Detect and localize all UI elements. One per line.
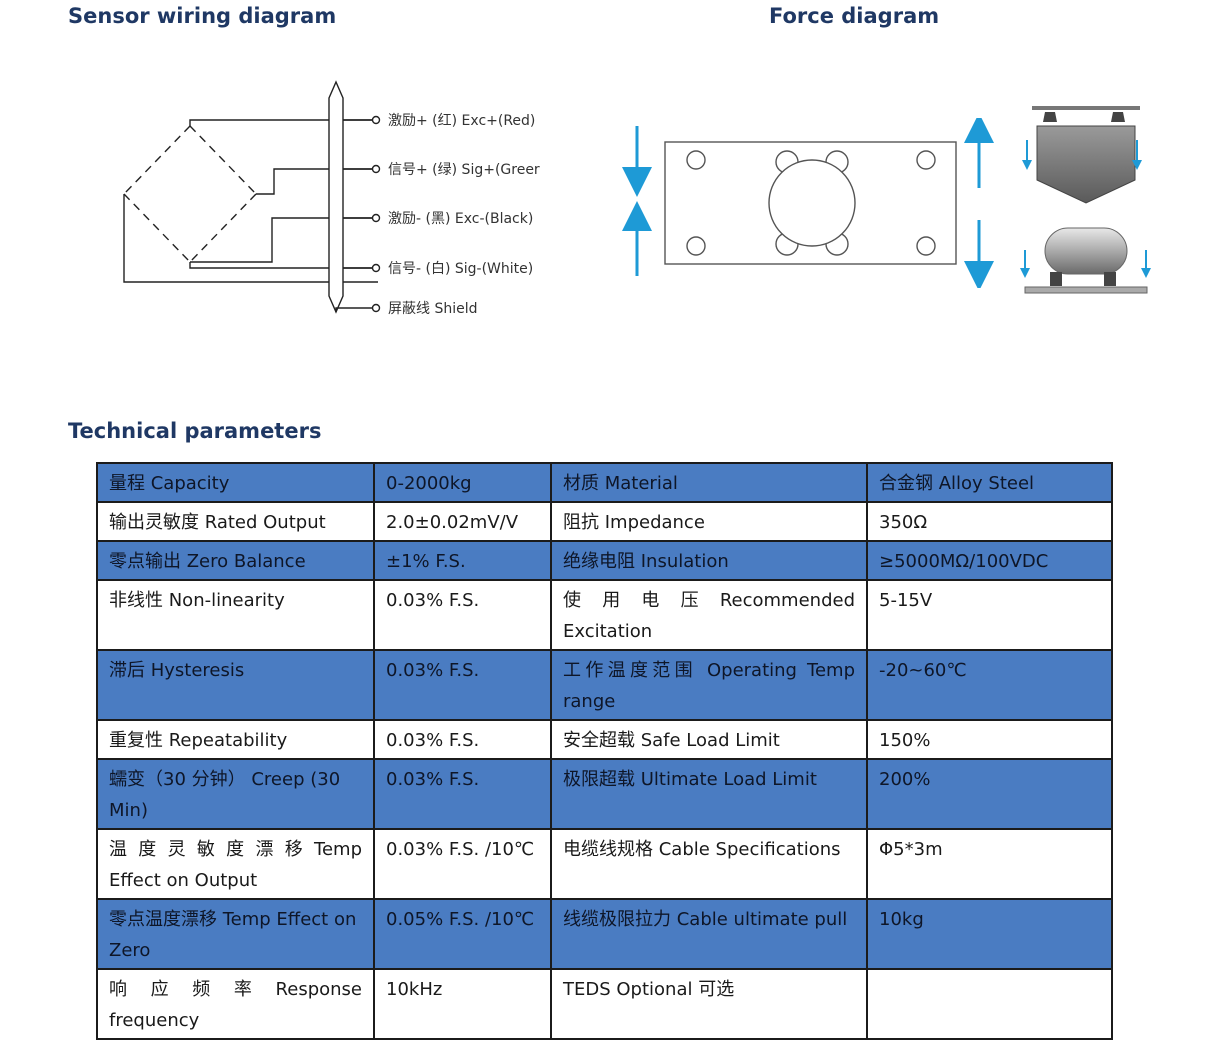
table-row: 量程 Capacity 0-2000kg 材质 Material 合金钢 All… bbox=[96, 462, 1113, 503]
param-name: 温 度 灵 敏 度 漂 移 Temp Effect on Output bbox=[96, 828, 375, 900]
label-sig-plus: 信号+ (绿) Sig+(Greer bbox=[388, 162, 540, 178]
param-name: 使 用 电 压 Recommended Excitation bbox=[550, 579, 868, 651]
hopper-icon bbox=[1032, 106, 1140, 204]
param-name: 安全超载 Safe Load Limit bbox=[550, 719, 868, 760]
param-name: 零点温度漂移 Temp Effect on Zero bbox=[96, 898, 375, 970]
param-name: 绝缘电阻 Insulation bbox=[550, 540, 868, 581]
param-value: 2.0±0.02mV/V bbox=[373, 501, 552, 542]
strain-cutout bbox=[768, 150, 856, 256]
label-sig-minus: 信号- (白) Sig-(White) bbox=[388, 261, 533, 277]
terminal-leads bbox=[335, 119, 372, 312]
param-value: 0.05% F.S. /10℃ bbox=[373, 898, 552, 970]
param-value: 10kHz bbox=[373, 968, 552, 1040]
table-row: 重复性 Repeatability 0.03% F.S. 安全超载 Safe L… bbox=[96, 719, 1113, 760]
table-row: 零点温度漂移 Temp Effect on Zero 0.05% F.S. /1… bbox=[96, 898, 1113, 970]
table-row: 响 应 频 率 Response frequency 10kHz TEDS Op… bbox=[96, 968, 1113, 1040]
param-value: ≥5000MΩ/100VDC bbox=[866, 540, 1113, 581]
param-value: ±1% F.S. bbox=[373, 540, 552, 581]
terminal-dots bbox=[371, 115, 381, 313]
param-name: 输出灵敏度 Rated Output bbox=[96, 501, 375, 542]
param-value: 0.03% F.S. bbox=[373, 719, 552, 760]
table-row: 输出灵敏度 Rated Output 2.0±0.02mV/V 阻抗 Imped… bbox=[96, 501, 1113, 542]
param-name: 滞后 Hysteresis bbox=[96, 649, 375, 721]
param-name: TEDS Optional 可选 bbox=[550, 968, 868, 1040]
parameters-table: 量程 Capacity 0-2000kg 材质 Material 合金钢 All… bbox=[96, 462, 1113, 1040]
table-row: 滞后 Hysteresis 0.03% F.S. 工作温度范围 Operatin… bbox=[96, 649, 1113, 721]
table-row: 零点输出 Zero Balance ±1% F.S. 绝缘电阻 Insulati… bbox=[96, 540, 1113, 581]
wheatstone-bridge bbox=[123, 125, 257, 263]
force-diagram-heading: Force diagram bbox=[769, 4, 940, 28]
param-name: 响 应 频 率 Response frequency bbox=[96, 968, 375, 1040]
tank-arrows bbox=[1020, 250, 1151, 278]
param-value: 0.03% F.S. bbox=[373, 579, 552, 651]
table-row: 温 度 灵 敏 度 漂 移 Temp Effect on Output 0.03… bbox=[96, 828, 1113, 900]
param-name: 阻抗 Impedance bbox=[550, 501, 868, 542]
label-shield: 屏蔽线 Shield bbox=[388, 301, 478, 317]
wiring-diagram-heading: Sensor wiring diagram bbox=[68, 4, 337, 28]
param-value bbox=[866, 968, 1113, 1040]
param-name: 材质 Material bbox=[550, 462, 868, 503]
param-name: 工作温度范围 Operating Temp range bbox=[550, 649, 868, 721]
bridge-wires bbox=[123, 119, 378, 283]
label-exc-plus: 激励+ (红) Exc+(Red) bbox=[388, 112, 535, 129]
force-diagram-applications bbox=[1020, 106, 1151, 294]
param-value: Φ5*3m bbox=[866, 828, 1113, 900]
mount-holes bbox=[686, 150, 936, 256]
table-row: 蠕变（30 分钟） Creep (30 Min) 0.03% F.S. 极限超载… bbox=[96, 758, 1113, 830]
wiring-diagram: 激励+ (红) Exc+(Red) 信号+ (绿) Sig+(Greer 激励-… bbox=[123, 80, 540, 317]
label-exc-minus: 激励- (黑) Exc-(Black) bbox=[388, 210, 533, 227]
param-name: 线缆极限拉力 Cable ultimate pull bbox=[550, 898, 868, 970]
param-name: 蠕变（30 分钟） Creep (30 Min) bbox=[96, 758, 375, 830]
param-name: 极限超载 Ultimate Load Limit bbox=[550, 758, 868, 830]
param-name: 重复性 Repeatability bbox=[96, 719, 375, 760]
table-row: 非线性 Non-linearity 0.03% F.S. 使 用 电 压 Rec… bbox=[96, 579, 1113, 651]
param-value: 0.03% F.S. /10℃ bbox=[373, 828, 552, 900]
cable-sheath bbox=[328, 80, 344, 314]
param-value: 5-15V bbox=[866, 579, 1113, 651]
param-value: -20~60℃ bbox=[866, 649, 1113, 721]
technical-parameters-heading: Technical parameters bbox=[68, 419, 322, 443]
param-name: 非线性 Non-linearity bbox=[96, 579, 375, 651]
param-value: 150% bbox=[866, 719, 1113, 760]
param-value: 200% bbox=[866, 758, 1113, 830]
param-value: 0.03% F.S. bbox=[373, 758, 552, 830]
tank-icon bbox=[1024, 227, 1148, 294]
param-name: 电缆线规格 Cable Specifications bbox=[550, 828, 868, 900]
hopper-arrows bbox=[1022, 140, 1142, 170]
param-value: 合金钢 Alloy Steel bbox=[866, 462, 1113, 503]
param-value: 0-2000kg bbox=[373, 462, 552, 503]
force-diagram-loadcell bbox=[622, 118, 994, 288]
param-value: 10kg bbox=[866, 898, 1113, 970]
param-value: 350Ω bbox=[866, 501, 1113, 542]
param-name: 量程 Capacity bbox=[96, 462, 375, 503]
param-value: 0.03% F.S. bbox=[373, 649, 552, 721]
param-name: 零点输出 Zero Balance bbox=[96, 540, 375, 581]
